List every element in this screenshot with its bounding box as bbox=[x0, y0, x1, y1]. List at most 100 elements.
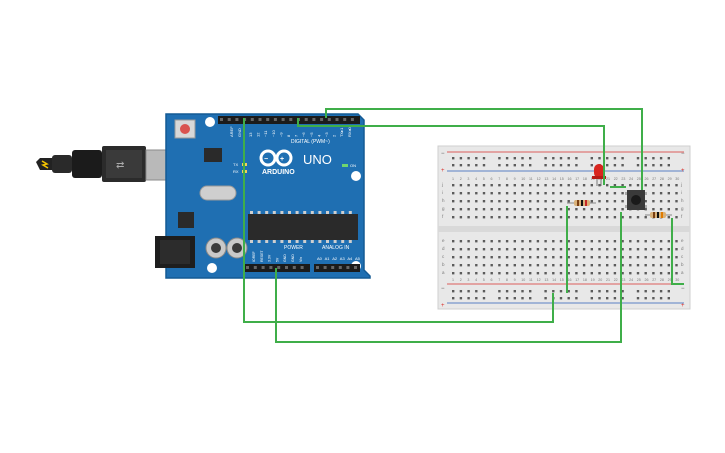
breadboard-hole[interactable] bbox=[606, 248, 609, 251]
rail-hole[interactable] bbox=[567, 164, 570, 167]
breadboard-hole[interactable] bbox=[559, 256, 563, 259]
breadboard-hole[interactable] bbox=[636, 248, 640, 251]
breadboard-hole[interactable] bbox=[575, 184, 578, 187]
breadboard-hole[interactable] bbox=[621, 184, 624, 187]
header-hole[interactable] bbox=[335, 118, 339, 121]
breadboard-hole[interactable] bbox=[606, 200, 609, 203]
breadboard-hole[interactable] bbox=[490, 240, 493, 243]
breadboard-hole[interactable] bbox=[621, 208, 624, 211]
breadboard-hole[interactable] bbox=[529, 240, 532, 243]
breadboard-hole[interactable] bbox=[544, 272, 547, 275]
header-hole[interactable] bbox=[300, 266, 304, 269]
breadboard-hole[interactable] bbox=[521, 208, 524, 211]
breadboard-hole[interactable] bbox=[459, 184, 463, 187]
rail-hole[interactable] bbox=[544, 164, 547, 167]
breadboard-hole[interactable] bbox=[544, 216, 547, 219]
breadboard-hole[interactable] bbox=[513, 208, 516, 211]
rail-hole[interactable] bbox=[652, 297, 655, 300]
rail-hole[interactable] bbox=[606, 290, 609, 293]
breadboard-hole[interactable] bbox=[452, 184, 455, 187]
breadboard-hole[interactable] bbox=[544, 208, 547, 211]
breadboard-hole[interactable] bbox=[575, 240, 578, 243]
breadboard-hole[interactable] bbox=[521, 264, 524, 267]
breadboard-hole[interactable] bbox=[652, 248, 655, 251]
breadboard-hole[interactable] bbox=[644, 248, 647, 251]
breadboard-hole[interactable] bbox=[552, 216, 555, 219]
breadboard-hole[interactable] bbox=[675, 272, 678, 275]
breadboard-hole[interactable] bbox=[567, 192, 570, 195]
breadboard-hole[interactable] bbox=[529, 272, 532, 275]
breadboard-hole[interactable] bbox=[552, 256, 555, 259]
rail-hole[interactable] bbox=[667, 297, 670, 300]
breadboard-hole[interactable] bbox=[459, 240, 463, 243]
rail-hole[interactable] bbox=[552, 290, 555, 293]
breadboard-hole[interactable] bbox=[621, 216, 624, 219]
header-hole[interactable] bbox=[235, 118, 239, 121]
rail-hole[interactable] bbox=[475, 297, 478, 300]
rail-hole[interactable] bbox=[659, 290, 663, 293]
breadboard-hole[interactable] bbox=[652, 192, 655, 195]
rail-hole[interactable] bbox=[482, 297, 486, 300]
breadboard-hole[interactable] bbox=[505, 240, 509, 243]
header-hole[interactable] bbox=[269, 266, 273, 269]
rail-hole[interactable] bbox=[505, 164, 509, 167]
breadboard-hole[interactable] bbox=[536, 264, 540, 267]
breadboard-hole[interactable] bbox=[675, 200, 678, 203]
breadboard-hole[interactable] bbox=[629, 256, 632, 259]
breadboard-hole[interactable] bbox=[521, 184, 524, 187]
breadboard-hole[interactable] bbox=[552, 248, 555, 251]
breadboard-hole[interactable] bbox=[552, 200, 555, 203]
breadboard-hole[interactable] bbox=[652, 240, 655, 243]
breadboard-hole[interactable] bbox=[606, 184, 609, 187]
breadboard-hole[interactable] bbox=[482, 240, 486, 243]
breadboard-hole[interactable] bbox=[498, 256, 501, 259]
rail-hole[interactable] bbox=[667, 290, 670, 293]
breadboard-hole[interactable] bbox=[513, 264, 516, 267]
rail-hole[interactable] bbox=[667, 157, 670, 160]
breadboard-hole[interactable] bbox=[459, 208, 463, 211]
breadboard-hole[interactable] bbox=[636, 216, 640, 219]
breadboard-hole[interactable] bbox=[467, 272, 470, 275]
breadboard-hole[interactable] bbox=[629, 240, 632, 243]
breadboard-hole[interactable] bbox=[675, 208, 678, 211]
rail-hole[interactable] bbox=[559, 164, 563, 167]
rail-hole[interactable] bbox=[559, 290, 563, 293]
header-hole[interactable] bbox=[277, 266, 281, 269]
breadboard-hole[interactable] bbox=[621, 248, 624, 251]
rail-hole[interactable] bbox=[521, 164, 524, 167]
breadboard-hole[interactable] bbox=[644, 216, 647, 219]
rail-hole[interactable] bbox=[606, 297, 609, 300]
breadboard-hole[interactable] bbox=[582, 208, 586, 211]
breadboard-hole[interactable] bbox=[652, 208, 655, 211]
breadboard-hole[interactable] bbox=[513, 216, 516, 219]
rail-hole[interactable] bbox=[513, 164, 516, 167]
breadboard-hole[interactable] bbox=[567, 256, 570, 259]
header-hole[interactable] bbox=[354, 266, 357, 269]
breadboard-hole[interactable] bbox=[659, 200, 663, 203]
breadboard-hole[interactable] bbox=[667, 272, 670, 275]
breadboard-hole[interactable] bbox=[613, 264, 617, 267]
breadboard-hole[interactable] bbox=[575, 256, 578, 259]
rail-hole[interactable] bbox=[636, 157, 640, 160]
breadboard-hole[interactable] bbox=[659, 240, 663, 243]
breadboard-hole[interactable] bbox=[675, 264, 678, 267]
rail-hole[interactable] bbox=[652, 164, 655, 167]
breadboard-hole[interactable] bbox=[606, 192, 609, 195]
breadboard-hole[interactable] bbox=[582, 272, 586, 275]
breadboard-hole[interactable] bbox=[590, 192, 593, 195]
breadboard-hole[interactable] bbox=[482, 200, 486, 203]
breadboard-hole[interactable] bbox=[529, 208, 532, 211]
breadboard-hole[interactable] bbox=[467, 208, 470, 211]
breadboard-hole[interactable] bbox=[644, 184, 647, 187]
breadboard-hole[interactable] bbox=[667, 184, 670, 187]
breadboard-hole[interactable] bbox=[559, 240, 563, 243]
breadboard-hole[interactable] bbox=[667, 240, 670, 243]
resistor-icon-2[interactable] bbox=[645, 212, 672, 218]
breadboard-hole[interactable] bbox=[490, 200, 493, 203]
breadboard-hole[interactable] bbox=[536, 184, 540, 187]
breadboard-hole[interactable] bbox=[452, 256, 455, 259]
breadboard-hole[interactable] bbox=[644, 208, 647, 211]
breadboard-hole[interactable] bbox=[513, 272, 516, 275]
